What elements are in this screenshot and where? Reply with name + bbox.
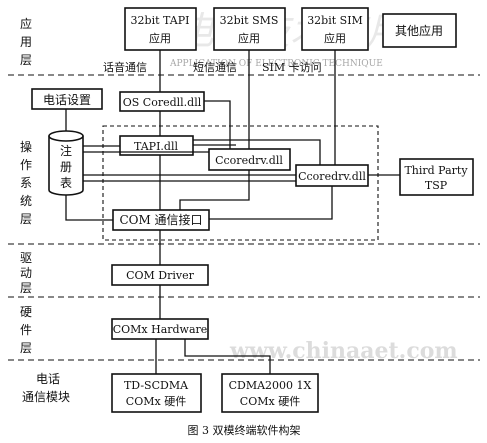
other-app-label: 其他应用 — [395, 23, 443, 38]
tdscdma-box — [111, 373, 202, 413]
connectors — [65, 50, 400, 374]
layer-label-hw: 硬 件 层 — [20, 305, 36, 355]
sms-annotation: 短信通信 — [193, 60, 237, 74]
other-app-box — [382, 13, 457, 48]
registry-label-2: 册 — [60, 160, 72, 174]
layer-label-driver: 驱 动 层 — [20, 251, 36, 295]
registry-label-3: 表 — [60, 176, 72, 190]
third-party-label-1: Third Party — [404, 164, 468, 177]
phone-settings-label: 电话设置 — [43, 93, 91, 107]
third-party-tsp-box — [399, 158, 474, 196]
os-coredll-label: OS Coredll.dll — [123, 96, 202, 109]
tapi-dll-label: TAPI.dll — [134, 140, 178, 153]
sms-app-box — [213, 7, 286, 51]
os-core-region — [102, 125, 379, 241]
layer-label-os: 操 作 系 统 层 — [20, 139, 36, 226]
cdma2000-label-2: COMx 硬件 — [240, 395, 300, 408]
sim-app-label-2: 应用 — [324, 31, 346, 45]
sms-app-label-2: 应用 — [238, 31, 260, 45]
journal-logo-watermark: 电子技术应用 — [176, 9, 408, 53]
third-party-label-2: TSP — [425, 179, 448, 192]
com-interface-label: COM 通信接口 — [119, 212, 202, 227]
cdma2000-box — [221, 373, 319, 413]
cdma2000-label-1: CDMA2000 1X — [229, 379, 312, 392]
figure-caption: 图 3 双模终端软件构架 — [188, 423, 301, 437]
sms-app-label-1: 32bit SMS — [220, 14, 279, 27]
tapi-app-label-2: 应用 — [149, 31, 171, 45]
ccoredrv-2-label: Ccoredrv.dll — [298, 170, 366, 183]
sim-annotation: SIM 卡访问 — [262, 61, 322, 74]
registry-label-1: 注 — [60, 143, 72, 158]
journal-watermark: APPLICATION OF ELECTRONIC TECHNIQUE — [169, 59, 383, 69]
layer-label-app: 应 用 层 — [20, 16, 36, 67]
sim-app-label-1: 32bit SIM — [307, 14, 363, 27]
comx-hardware-label: COMx Hardware — [113, 323, 208, 336]
ccoredrv-1-label: Ccoredrv.dll — [215, 154, 283, 167]
tdscdma-label-1: TD-SCDMA — [124, 379, 189, 392]
tapi-app-label-1: 32bit TAPI — [131, 14, 190, 27]
voice-annotation: 话音通信 — [103, 60, 147, 74]
layer-label-module: 电话 通信模块 — [22, 372, 70, 404]
tdscdma-label-2: COMx 硬件 — [126, 395, 186, 408]
sim-app-box — [301, 7, 369, 51]
phone-settings-box — [31, 88, 103, 110]
com-driver-label: COM Driver — [126, 269, 195, 282]
